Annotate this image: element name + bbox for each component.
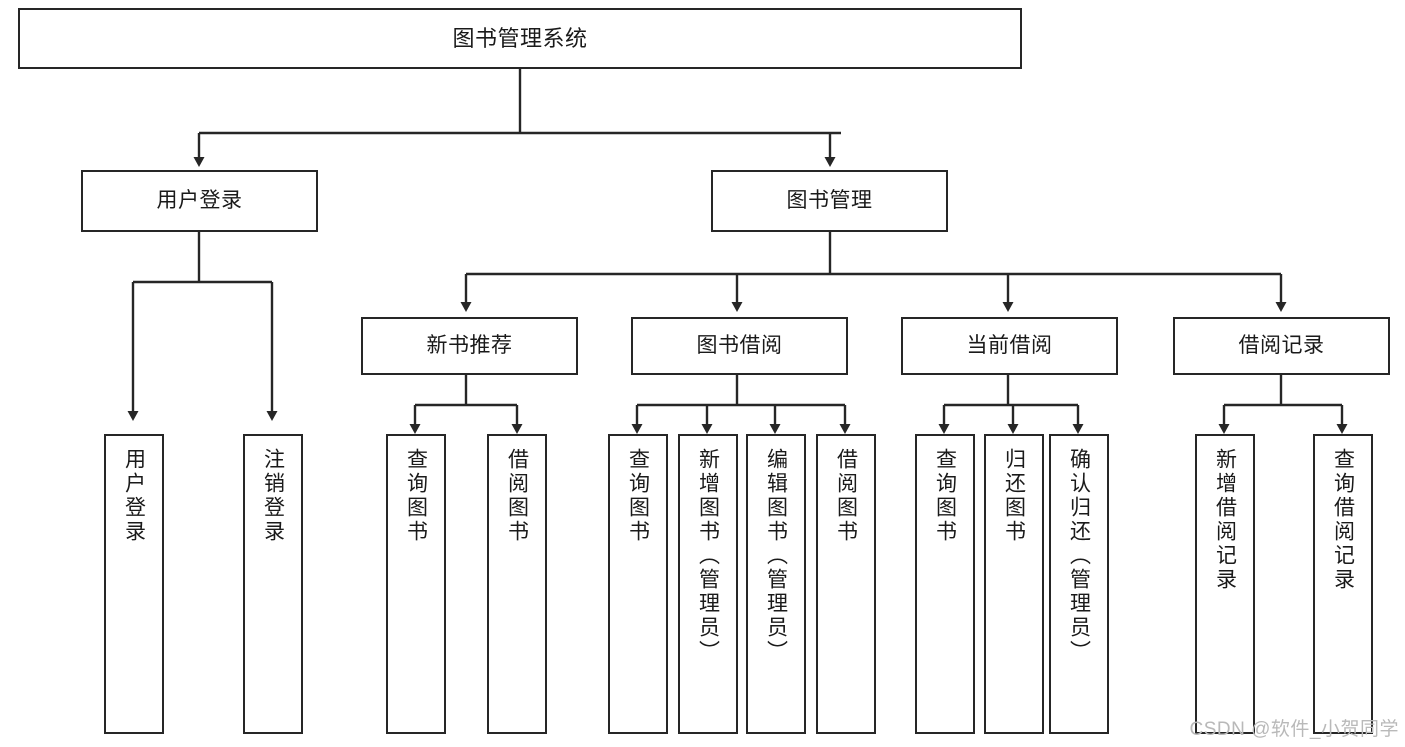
node-borrowing-records[interactable]: 借阅记录 bbox=[1173, 317, 1390, 375]
node-label: 图书借阅 bbox=[696, 333, 783, 357]
node-label: 注销登录 bbox=[261, 448, 285, 544]
node-label: 用户登录 bbox=[122, 448, 146, 544]
node-label: 图书管理 bbox=[786, 188, 873, 212]
node-label: 查询图书 bbox=[626, 448, 650, 544]
node-label: 编辑图书（管理员） bbox=[764, 448, 788, 664]
leaf-bookborrow-add-book-admin[interactable]: 新增图书（管理员） bbox=[678, 434, 738, 734]
node-label: 查询借阅记录 bbox=[1331, 448, 1355, 592]
node-book-borrowing[interactable]: 图书借阅 bbox=[631, 317, 848, 375]
node-label: 新书推荐 bbox=[426, 333, 513, 357]
node-label: 归还图书 bbox=[1002, 448, 1026, 544]
node-label: 查询图书 bbox=[933, 448, 957, 544]
leaf-newbook-query-books[interactable]: 查询图书 bbox=[386, 434, 446, 734]
node-label: 借阅记录 bbox=[1238, 333, 1325, 357]
node-label: 图书管理系统 bbox=[452, 25, 588, 51]
leaf-newbook-borrow-books[interactable]: 借阅图书 bbox=[487, 434, 547, 734]
node-new-book-recommendation[interactable]: 新书推荐 bbox=[361, 317, 578, 375]
node-label: 查询图书 bbox=[404, 448, 428, 544]
leaf-bookborrow-borrow-books[interactable]: 借阅图书 bbox=[816, 434, 876, 734]
node-root-book-management-system[interactable]: 图书管理系统 bbox=[18, 8, 1022, 69]
node-current-borrowing[interactable]: 当前借阅 bbox=[901, 317, 1118, 375]
node-label: 借阅图书 bbox=[505, 448, 529, 544]
node-label: 新增图书（管理员） bbox=[696, 448, 720, 664]
node-label: 确认归还（管理员） bbox=[1067, 448, 1091, 664]
leaf-bookborrow-query-books[interactable]: 查询图书 bbox=[608, 434, 668, 734]
node-label: 新增借阅记录 bbox=[1213, 448, 1237, 592]
node-label: 借阅图书 bbox=[834, 448, 858, 544]
node-user-login[interactable]: 用户登录 bbox=[81, 170, 318, 232]
leaf-borrowrecord-add-record[interactable]: 新增借阅记录 bbox=[1195, 434, 1255, 734]
leaf-user-login-signin[interactable]: 用户登录 bbox=[104, 434, 164, 734]
leaf-borrowrecord-query-record[interactable]: 查询借阅记录 bbox=[1313, 434, 1373, 734]
leaf-bookborrow-edit-book-admin[interactable]: 编辑图书（管理员） bbox=[746, 434, 806, 734]
node-label: 用户登录 bbox=[156, 188, 243, 212]
watermark-text: CSDN @软件_小贺同学 bbox=[1189, 719, 1399, 740]
leaf-currentborrow-confirm-return-admin[interactable]: 确认归还（管理员） bbox=[1049, 434, 1109, 734]
node-label: 当前借阅 bbox=[966, 333, 1053, 357]
leaf-currentborrow-query-books[interactable]: 查询图书 bbox=[915, 434, 975, 734]
leaf-currentborrow-return-books[interactable]: 归还图书 bbox=[984, 434, 1044, 734]
node-book-management[interactable]: 图书管理 bbox=[711, 170, 948, 232]
leaf-user-login-signout[interactable]: 注销登录 bbox=[243, 434, 303, 734]
